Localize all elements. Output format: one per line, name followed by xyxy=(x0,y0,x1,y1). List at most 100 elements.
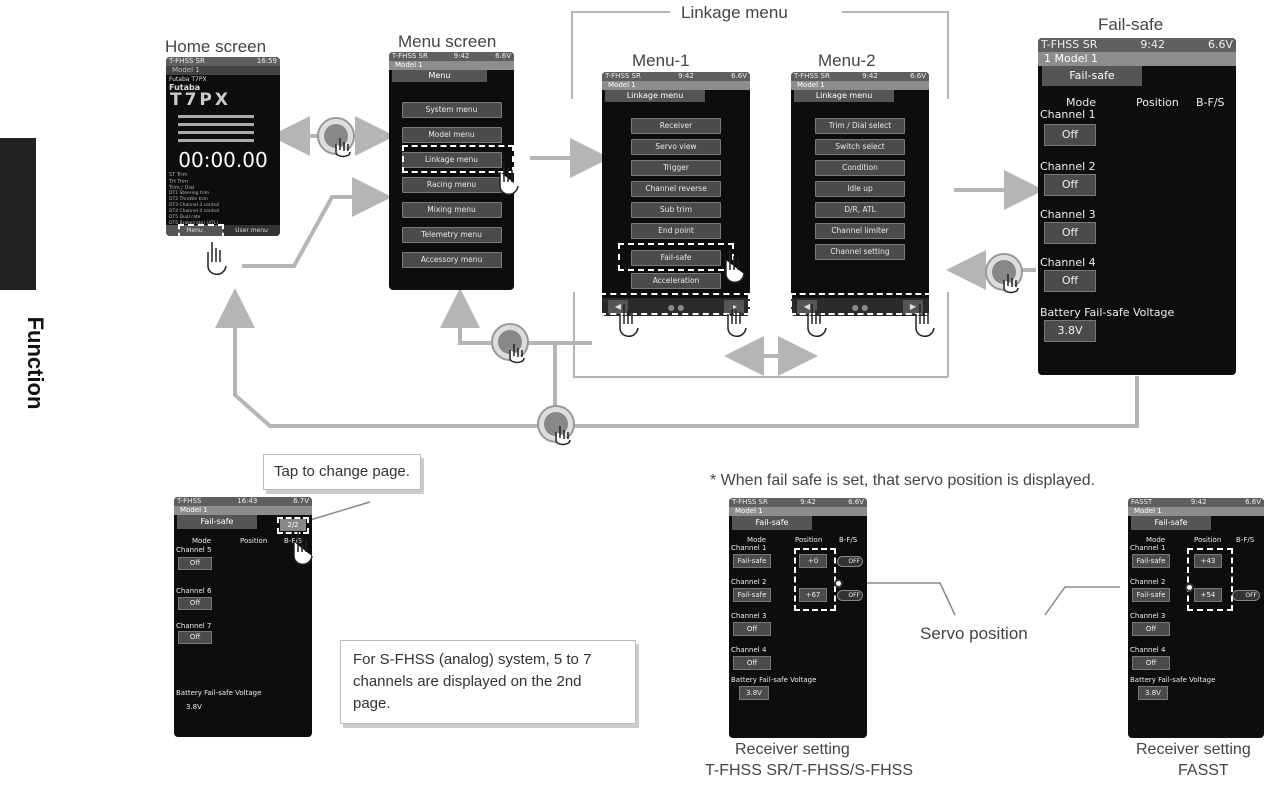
channel-3-mode[interactable]: Off xyxy=(1044,222,1096,244)
sr-position-highlight xyxy=(794,548,836,611)
channel-limiter-item[interactable]: Channel limiter xyxy=(815,223,905,239)
model-name: 1 Model 1 xyxy=(1038,52,1236,66)
idle-up-item[interactable]: Idle up xyxy=(815,181,905,197)
col-bfs: B-F/S xyxy=(1196,96,1225,109)
channel-2-label: Channel 2 xyxy=(731,578,767,586)
channel-2-position[interactable]: +54 xyxy=(1194,588,1222,602)
status-time: 16:43 xyxy=(237,497,258,505)
status-time: 9:42 xyxy=(678,72,694,80)
tab-failsafe[interactable]: Fail-safe xyxy=(1042,66,1142,86)
sidebar-tab xyxy=(0,138,36,290)
trim-dial: Trim / Dial xyxy=(169,185,195,191)
sub-trim-item[interactable]: Sub trim xyxy=(631,202,721,218)
channel-2-label: Channel 2 xyxy=(1040,160,1096,173)
channel-3-label: Channel 3 xyxy=(731,612,767,620)
channel-2-mode[interactable]: Fail-safe xyxy=(1132,588,1170,602)
channel-3-mode[interactable]: Off xyxy=(733,622,771,636)
system-menu-item[interactable]: System menu xyxy=(401,102,502,118)
user-menu-button[interactable]: User menu xyxy=(235,227,268,234)
dt-row: DT6 Brake(rate) (ATL) xyxy=(169,221,218,226)
channel-4-mode[interactable]: Off xyxy=(733,656,771,670)
condition-item[interactable]: Condition xyxy=(815,160,905,176)
channel-2-mode[interactable]: Off xyxy=(1044,174,1096,196)
menu-button[interactable]: Menu xyxy=(166,225,223,236)
tap-hand-icon xyxy=(317,117,355,158)
model-menu-item[interactable]: Model menu xyxy=(401,127,502,143)
channel-1-mode[interactable]: Fail-safe xyxy=(1132,554,1170,568)
battery-failsafe-value[interactable]: 3.8V xyxy=(1044,320,1096,342)
linkage-menu-item[interactable]: Linkage menu xyxy=(401,152,502,168)
page-indicator-highlight xyxy=(277,517,309,534)
channel-4-mode[interactable]: Off xyxy=(1044,270,1096,292)
tab-failsafe[interactable]: Fail-safe xyxy=(732,516,812,530)
tap-hand-icon xyxy=(491,323,529,364)
fail-safe-item[interactable]: Fail-safe xyxy=(631,250,721,266)
servo-view-item[interactable]: Servo view xyxy=(631,139,721,155)
dr-atl-item[interactable]: D/R, ATL xyxy=(815,202,905,218)
col-position: Position xyxy=(1136,96,1179,109)
channel-4-mode[interactable]: Off xyxy=(1132,656,1170,670)
racing-menu-item[interactable]: Racing menu xyxy=(401,177,502,193)
switch-select-item[interactable]: Switch select xyxy=(815,139,905,155)
status-left: T-FHSS SR xyxy=(1041,38,1098,51)
battery-failsafe-value[interactable]: 3.8V xyxy=(1138,686,1168,700)
battery-icon: 6.7V xyxy=(293,497,309,505)
battery-failsafe-label: Battery Fail-safe Voltage xyxy=(731,676,817,684)
channel-1-mode[interactable]: Fail-safe xyxy=(733,554,771,568)
channel-4-label: Channel 4 xyxy=(1130,646,1166,654)
tap-hand-icon xyxy=(207,242,227,275)
channel-reverse-item[interactable]: Channel reverse xyxy=(631,181,721,197)
telemetry-menu-item[interactable]: Telemetry menu xyxy=(401,227,502,243)
trigger-item[interactable]: Trigger xyxy=(631,160,721,176)
tab-failsafe[interactable]: Fail-safe xyxy=(1131,516,1211,530)
menu-screen-label: Menu screen xyxy=(398,32,497,51)
page-indicator[interactable]: 2/2 xyxy=(280,519,306,531)
channel-2-bfs-toggle[interactable]: OFF xyxy=(1232,590,1260,601)
battery-failsafe-value[interactable]: 3.8V xyxy=(739,686,769,700)
tap-hand-icon xyxy=(985,253,1023,294)
channel-4-label: Channel 4 xyxy=(1040,256,1096,269)
dt-row: DT1 Steering trim xyxy=(169,191,210,196)
channel-1-position[interactable]: +0 xyxy=(799,554,827,568)
receiver-item[interactable]: Receiver xyxy=(631,118,721,134)
trim-dial-select-item[interactable]: Trim / Dial select xyxy=(815,118,905,134)
menu-button-highlight xyxy=(178,224,224,238)
channel-7-mode[interactable]: Off xyxy=(178,631,212,644)
model-name: Model 1 xyxy=(389,61,514,70)
tab-menu[interactable]: Menu xyxy=(392,70,487,82)
battery-icon: 6.6V xyxy=(910,72,926,80)
tap-hand-icon xyxy=(725,250,745,283)
channel-6-mode[interactable]: Off xyxy=(178,597,212,610)
channel-7-label: Channel 7 xyxy=(176,622,212,630)
end-point-item[interactable]: End point xyxy=(631,223,721,239)
col-mode: Mode xyxy=(1146,536,1166,544)
model-name: Model 1 xyxy=(166,66,280,75)
channel-5-label: Channel 5 xyxy=(176,546,212,554)
next-page-button[interactable]: ▶ xyxy=(724,300,744,314)
tab-linkage[interactable]: Linkage menu xyxy=(605,90,705,102)
mixing-menu-item[interactable]: Mixing menu xyxy=(401,202,502,218)
acceleration-item[interactable]: Acceleration xyxy=(631,273,721,289)
prev-page-button[interactable]: ◀ xyxy=(608,300,628,314)
channel-1-position[interactable]: +43 xyxy=(1194,554,1222,568)
channel-1-bfs-toggle[interactable]: OFF xyxy=(837,556,863,567)
channel-2-mode[interactable]: Fail-safe xyxy=(733,588,771,602)
channel-2-bfs-toggle[interactable]: OFF xyxy=(837,590,863,601)
accessory-menu-item[interactable]: Accessory menu xyxy=(401,252,502,268)
channel-5-mode[interactable]: Off xyxy=(178,557,212,570)
next-page-button[interactable]: ▶ xyxy=(903,300,923,314)
tab-linkage[interactable]: Linkage menu xyxy=(794,90,894,102)
battery-failsafe-label: Battery Fail-safe Voltage xyxy=(1130,676,1216,684)
channel-1-mode[interactable]: Off xyxy=(1044,124,1096,146)
channel-setting-item[interactable]: Channel setting xyxy=(815,244,905,260)
channel-2-position[interactable]: +67 xyxy=(799,588,827,602)
channel-3-mode[interactable]: Off xyxy=(1132,622,1170,636)
channel-1-label: Channel 1 xyxy=(731,544,767,552)
fasst-position-highlight xyxy=(1187,548,1233,611)
brand-logo: Futaba xyxy=(169,83,201,92)
tab-failsafe[interactable]: Fail-safe xyxy=(177,515,257,529)
